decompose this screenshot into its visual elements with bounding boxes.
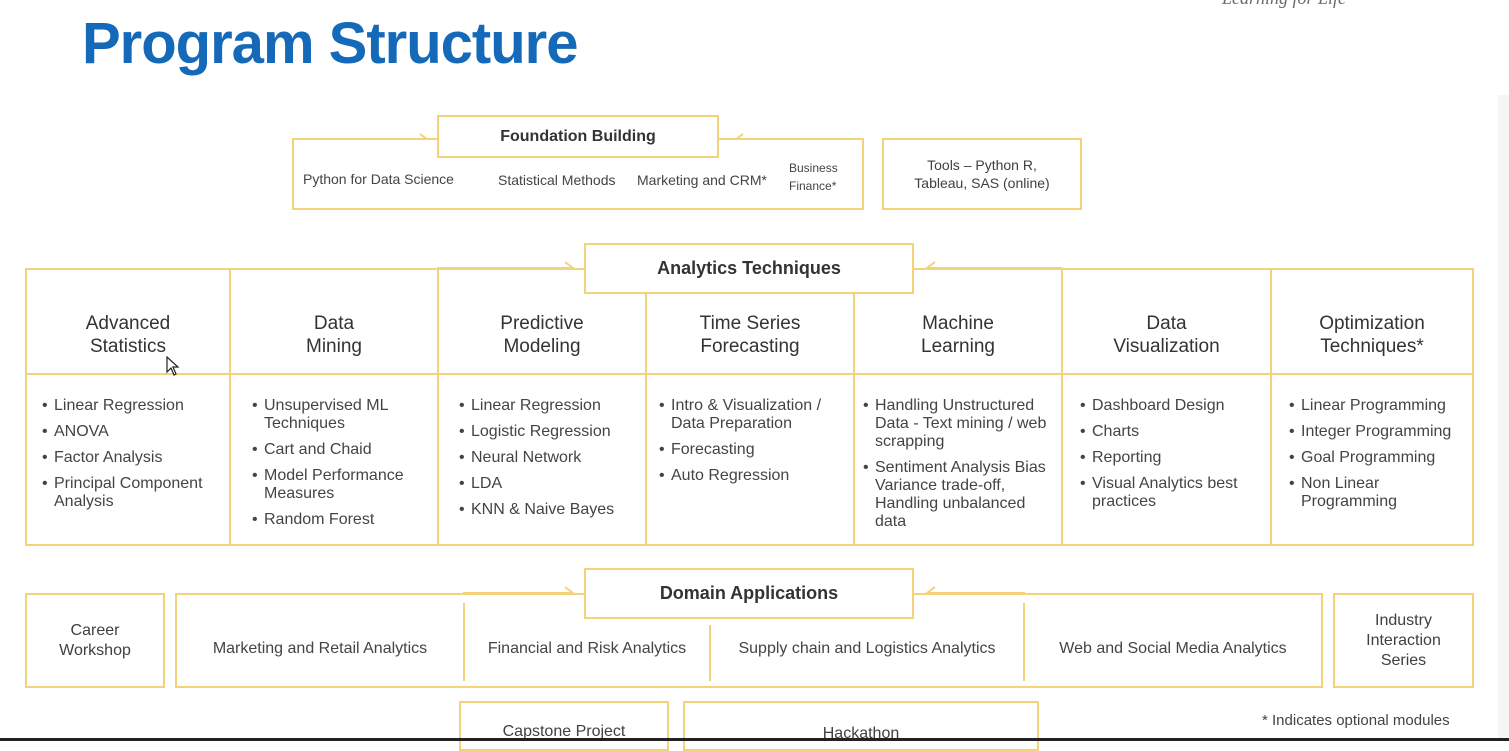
- list-item: Linear Regression: [457, 397, 642, 415]
- list-predictive-modeling: Linear Regression Logistic Regression Ne…: [457, 397, 642, 527]
- list-item: Non Linear Programming: [1287, 475, 1469, 511]
- list-item: Reporting: [1078, 449, 1264, 467]
- list-item: Principal Component Analysis: [40, 475, 224, 511]
- list-item: Linear Regression: [40, 397, 224, 415]
- list-item: Forecasting: [657, 441, 847, 459]
- screen-bottom-edge: [0, 738, 1509, 741]
- list-item: LDA: [457, 475, 642, 493]
- domain-item-marketing: Marketing and Retail Analytics: [212, 640, 428, 657]
- analytics-grid-divider: [25, 373, 1474, 375]
- hackathon-box: Hackathon: [683, 701, 1039, 751]
- list-item: Linear Programming: [1287, 397, 1469, 415]
- grid-line: [645, 293, 647, 546]
- scrollbar-track: [1498, 95, 1509, 738]
- column-heading-advanced-statistics: Advanced Statistics: [85, 312, 171, 357]
- list-item: Cart and Chaid: [250, 441, 430, 459]
- foundation-item-marketing: Marketing and CRM*: [637, 172, 767, 188]
- column-heading-predictive-modeling: Predictive Modeling: [500, 312, 584, 357]
- list-advanced-statistics: Linear Regression ANOVA Factor Analysis …: [40, 397, 224, 519]
- grid-line: [709, 625, 711, 681]
- grid-line: [1270, 268, 1272, 546]
- domain-item-web-social: Web and Social Media Analytics: [1059, 640, 1287, 657]
- column-heading-data-visualization: Data Visualization: [1113, 312, 1220, 357]
- analytics-title: Analytics Techniques: [584, 243, 914, 294]
- list-data-mining: Unsupervised ML Techniques Cart and Chai…: [250, 397, 430, 537]
- grid-line: [437, 268, 439, 546]
- list-item: Logistic Regression: [457, 423, 642, 441]
- list-item: Handling Unstructured Data - Text mining…: [861, 397, 1055, 451]
- foundation-title: Foundation Building: [437, 115, 719, 158]
- page-title: Program Structure: [82, 11, 578, 76]
- list-item: Neural Network: [457, 449, 642, 467]
- foundation-item-python: Python for Data Science: [303, 171, 454, 187]
- list-item: KNN & Naive Bayes: [457, 501, 642, 519]
- list-optimization: Linear Programming Integer Programming G…: [1287, 397, 1469, 519]
- tools-box: Tools – Python R, Tableau, SAS (online): [882, 138, 1082, 210]
- list-machine-learning: Handling Unstructured Data - Text mining…: [861, 397, 1055, 539]
- list-item: Visual Analytics best practices: [1078, 475, 1264, 511]
- list-item: Random Forest: [250, 511, 430, 529]
- grid-line: [463, 603, 465, 681]
- list-data-visualization: Dashboard Design Charts Reporting Visual…: [1078, 397, 1264, 519]
- foundation-item-statistics: Statistical Methods: [498, 172, 616, 188]
- list-item: Auto Regression: [657, 467, 847, 485]
- domain-item-finance: Financial and Risk Analytics: [487, 640, 687, 657]
- column-heading-time-series: Time Series Forecasting: [699, 312, 801, 357]
- career-workshop-box: Career Workshop: [25, 593, 165, 688]
- list-item: Factor Analysis: [40, 449, 224, 467]
- list-item: Unsupervised ML Techniques: [250, 397, 430, 433]
- column-heading-optimization: Optimization Techniques*: [1319, 312, 1425, 357]
- column-heading-machine-learning: Machine Learning: [921, 312, 995, 357]
- list-item: Goal Programming: [1287, 449, 1469, 467]
- industry-series-box: Industry Interaction Series: [1333, 593, 1474, 688]
- list-item: Intro & Visualization / Data Preparation: [657, 397, 847, 433]
- grid-line: [229, 268, 231, 546]
- list-item: Integer Programming: [1287, 423, 1469, 441]
- grid-line: [1061, 268, 1063, 546]
- list-item: Charts: [1078, 423, 1264, 441]
- optional-modules-footnote: * Indicates optional modules: [1262, 712, 1450, 729]
- list-item: ANOVA: [40, 423, 224, 441]
- domain-title: Domain Applications: [584, 568, 914, 619]
- grid-line: [853, 293, 855, 546]
- list-item: Sentiment Analysis Bias Variance trade-o…: [861, 459, 1055, 531]
- column-heading-data-mining: Data Mining: [306, 312, 362, 357]
- list-item: Model Performance Measures: [250, 467, 430, 503]
- list-time-series: Intro & Visualization / Data Preparation…: [657, 397, 847, 493]
- tagline: Learning for Life: [1222, 0, 1346, 9]
- mouse-cursor-icon: [166, 356, 180, 376]
- domain-item-supply-chain: Supply chain and Logistics Analytics: [738, 640, 996, 657]
- capstone-box: Capstone Project: [459, 701, 669, 751]
- list-item: Dashboard Design: [1078, 397, 1264, 415]
- grid-line: [1023, 603, 1025, 681]
- foundation-item-finance: Business Finance*: [789, 161, 838, 193]
